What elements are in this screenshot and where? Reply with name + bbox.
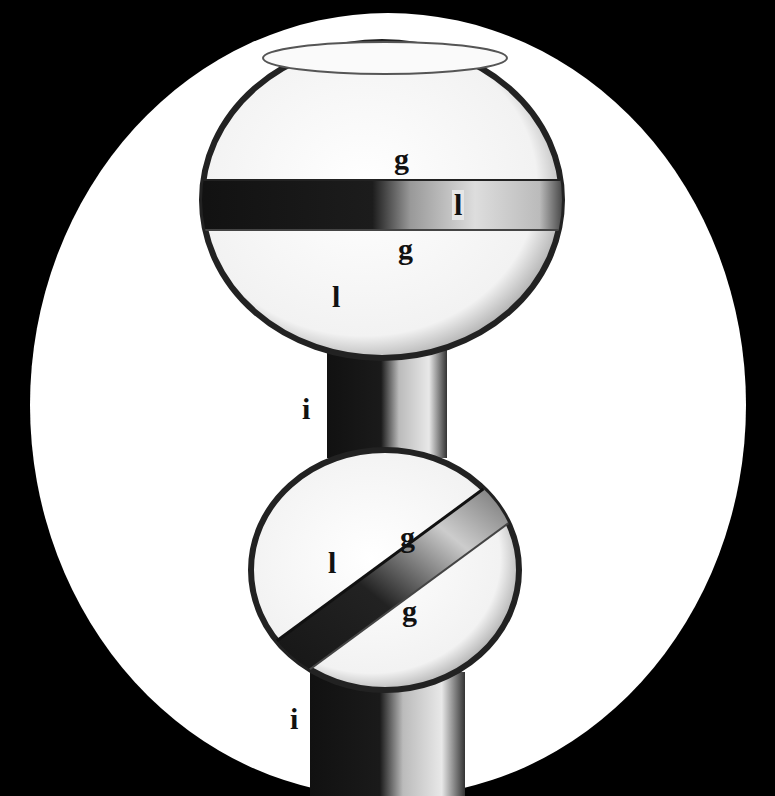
part-letter: g [400,596,419,626]
part-letter: i [300,394,312,424]
part-letter: g [398,522,417,552]
part-letter: g [396,234,415,264]
part-letter: l [326,548,338,578]
part-letter: l [452,190,464,220]
part-letter: g [392,144,411,174]
part-letter: i [288,704,300,734]
part-letter: l [330,282,342,312]
